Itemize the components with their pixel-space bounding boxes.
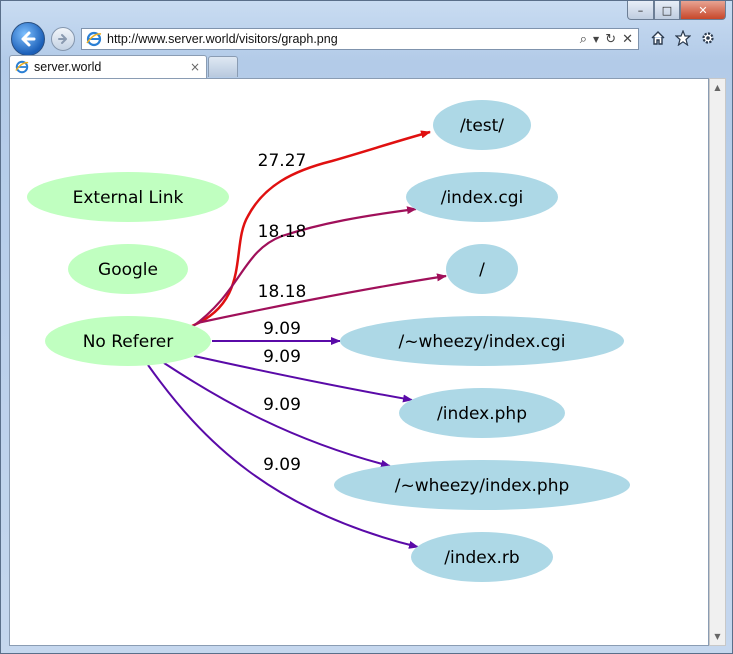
new-tab-button[interactable]	[208, 56, 238, 77]
edge-to-index-rb: 9.09	[147, 364, 419, 549]
minimize-button[interactable]: –	[627, 1, 654, 20]
favorites-star-icon[interactable]	[674, 29, 692, 47]
caption-buttons: – □ ✕	[627, 1, 726, 20]
svg-text:No Referer: No Referer	[83, 332, 174, 352]
scroll-up-icon[interactable]: ▲	[714, 83, 721, 92]
toolbar-icons	[649, 29, 717, 47]
edge-label-index-rb: 9.09	[263, 455, 301, 475]
stop-icon[interactable]: ✕	[622, 31, 633, 47]
dropdown-icon[interactable]: ▼	[593, 34, 600, 44]
svg-text:/index.rb: /index.rb	[444, 548, 519, 568]
edge-label-root: 18.18	[258, 282, 307, 302]
node-test: /test/	[433, 100, 531, 150]
tab-label: server.world	[34, 60, 102, 74]
edge-label-wheezy-index-cgi: 9.09	[263, 319, 301, 339]
referer-graph: 27.27 18.18 18.18 9.09 9.09 9.09	[27, 100, 630, 582]
node-root: /	[446, 244, 518, 294]
svg-text:/: /	[479, 260, 485, 280]
address-bar[interactable]: http://www.server.world/visitors/graph.p…	[81, 28, 639, 50]
node-index-rb: /index.rb	[411, 532, 553, 582]
refresh-icon[interactable]: ↻	[605, 31, 617, 47]
node-external-link: External Link	[27, 172, 229, 222]
node-no-referer: No Referer	[45, 316, 211, 366]
svg-text:Google: Google	[98, 260, 158, 280]
edge-to-index-cgi: 18.18	[191, 206, 417, 328]
forward-button[interactable]	[51, 27, 75, 51]
tab-server-world[interactable]: server.world ×	[9, 55, 207, 78]
svg-text:/~wheezy/index.cgi: /~wheezy/index.cgi	[398, 332, 565, 352]
ie-page-icon	[86, 31, 102, 47]
vertical-scrollbar[interactable]: ▲ ▼	[709, 78, 726, 646]
edge-to-wheezy-index-cgi: 9.09	[212, 319, 341, 345]
node-index-cgi: /index.cgi	[406, 172, 558, 222]
edge-label-index-cgi: 18.18	[258, 222, 307, 242]
node-wheezy-index-php: /~wheezy/index.php	[334, 460, 630, 510]
maximize-button[interactable]: □	[654, 1, 680, 20]
back-button[interactable]	[11, 22, 45, 56]
home-icon[interactable]	[649, 29, 667, 47]
node-google: Google	[68, 244, 188, 294]
edge-label-wheezy-index-php: 9.09	[263, 395, 301, 415]
edge-to-index-php: 9.09	[193, 347, 413, 403]
page-content: 27.27 18.18 18.18 9.09 9.09 9.09	[9, 78, 709, 646]
back-arrow-icon	[21, 31, 36, 47]
scroll-down-icon[interactable]: ▼	[714, 632, 721, 641]
svg-text:/index.cgi: /index.cgi	[441, 188, 524, 208]
node-index-php: /index.php	[399, 388, 565, 438]
ie-tab-icon	[15, 60, 29, 74]
svg-text:/test/: /test/	[460, 116, 504, 136]
svg-text:/index.php: /index.php	[437, 404, 527, 424]
node-wheezy-index-cgi: /~wheezy/index.cgi	[340, 316, 624, 366]
tab-close-icon[interactable]: ×	[189, 60, 200, 74]
forward-arrow-icon	[58, 34, 67, 44]
edge-label-test: 27.27	[258, 151, 307, 171]
settings-gear-icon[interactable]	[699, 29, 717, 47]
svg-text:External Link: External Link	[73, 188, 184, 208]
edge-to-wheezy-index-php: 9.09	[163, 362, 391, 468]
address-url[interactable]: http://www.server.world/visitors/graph.p…	[107, 32, 338, 46]
search-icon[interactable]: ⌕	[579, 31, 588, 47]
edge-to-root: 18.18	[196, 273, 447, 325]
svg-text:/~wheezy/index.php: /~wheezy/index.php	[395, 476, 570, 496]
edge-to-test: 27.27	[191, 130, 431, 328]
close-button[interactable]: ✕	[680, 1, 726, 20]
edge-label-index-php: 9.09	[263, 347, 301, 367]
